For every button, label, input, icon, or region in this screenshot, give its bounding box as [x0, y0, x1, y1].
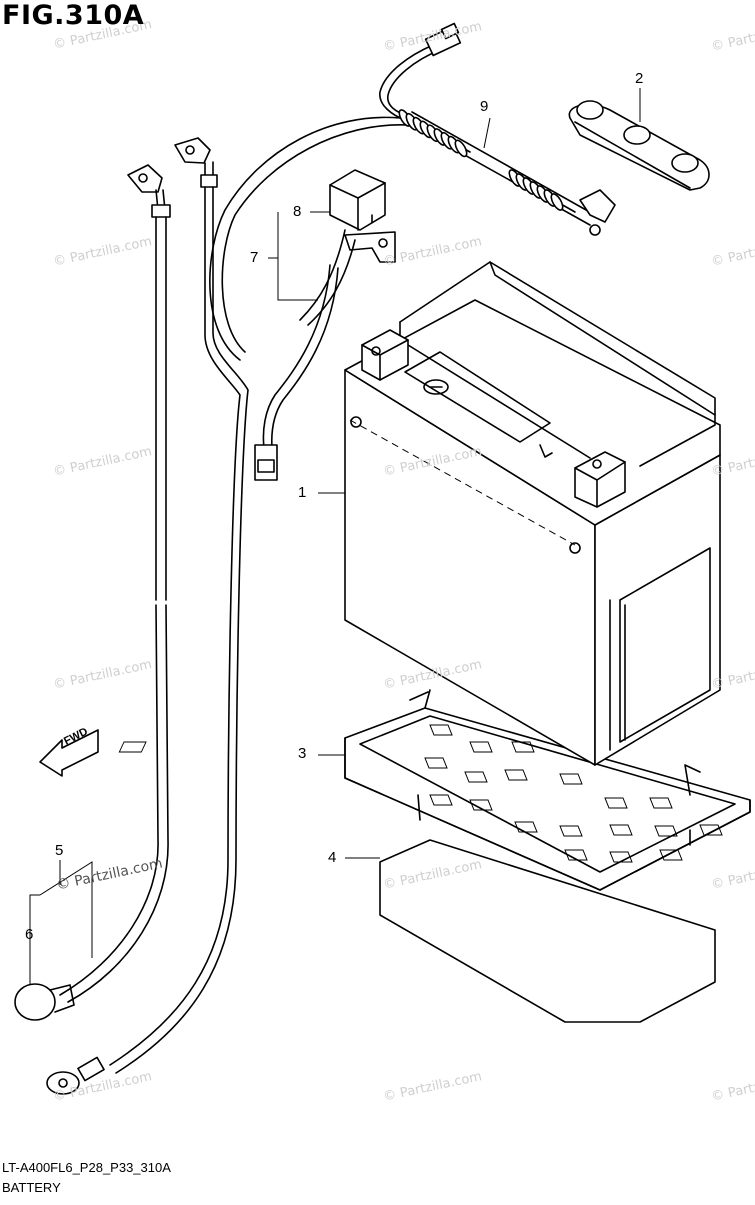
tray-slot: [469, 799, 493, 811]
figure-name: BATTERY: [2, 1180, 61, 1195]
harness-coil: [398, 109, 564, 211]
battery-tray-part-3: [118, 689, 751, 891]
callout-3: 3: [298, 745, 307, 762]
negative-cable: [14, 164, 171, 1021]
positive-cable: [46, 137, 249, 1095]
tray-slot: [429, 724, 453, 736]
harness-part-9: [209, 22, 616, 361]
callout-2: 2: [635, 70, 644, 87]
tray-slot: [654, 825, 678, 837]
tray-slot: [649, 797, 673, 809]
battery-pad-part-4: [379, 839, 716, 1023]
tray-slot: [699, 824, 723, 836]
figure-title: FIG.310A: [2, 0, 145, 31]
leader-lines: [29, 88, 641, 985]
tray-slot: [609, 824, 633, 836]
tray-slot: [511, 741, 535, 753]
tray-slot: [424, 757, 448, 769]
tray-slot: [469, 741, 493, 753]
callout-6: 6: [25, 926, 34, 943]
forward-arrow-icon: [39, 729, 99, 777]
battery-part-1: [344, 261, 721, 766]
callout-7: 7: [250, 249, 259, 266]
tray-slot: [559, 825, 583, 837]
terminal-cover-part-2: [568, 100, 710, 191]
callout-9: 9: [480, 98, 489, 115]
tray-slot: [659, 849, 683, 861]
tray-slot: [609, 851, 633, 863]
tray-slot: [429, 794, 453, 806]
tray-slot: [504, 769, 528, 781]
callout-5: 5: [55, 842, 64, 859]
tray-slot: [564, 849, 588, 861]
sub-harness-part-7: [254, 264, 339, 481]
tray-slot: [464, 771, 488, 783]
relay-part-8: [299, 169, 396, 326]
tray-slot: [559, 773, 583, 785]
callout-4: 4: [328, 849, 337, 866]
tray-slot: [514, 821, 538, 833]
callout-8: 8: [293, 203, 302, 220]
tray-slot: [604, 797, 628, 809]
callout-1: 1: [298, 484, 307, 501]
figure-code: LT-A400FL6_P28_P33_310A: [2, 1160, 171, 1175]
